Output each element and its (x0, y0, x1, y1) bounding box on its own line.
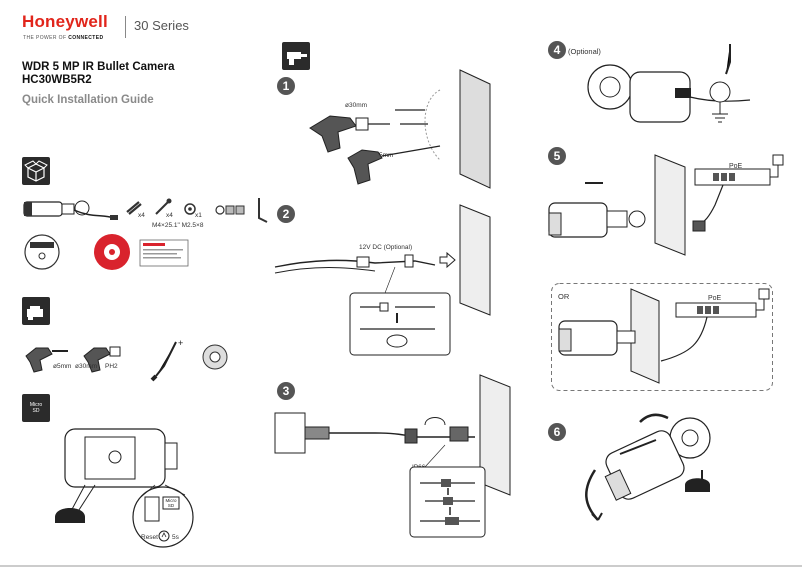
step-3-waterproof-diagram (274, 374, 511, 538)
bottom-border (0, 565, 802, 567)
camera-package-icon (23, 200, 118, 220)
allen-key-icon (258, 198, 268, 223)
step-4-label: (Optional) (568, 47, 601, 56)
step-2-badge: 2 (277, 205, 295, 223)
screw-icon (155, 198, 172, 215)
brand-header: Honeywell THE POWER OF CONNECTED 30 Seri… (22, 12, 232, 52)
step-6-badge: 6 (548, 423, 566, 441)
screwdriver-icon: + (150, 338, 183, 382)
alternative-setup-frame (551, 283, 773, 391)
screw-spec: M4×25.1" M2.5×8 (152, 222, 204, 229)
anchor-count: x4 (138, 212, 145, 219)
reset-label: Reset (141, 534, 158, 541)
honeywell-logo: Honeywell (22, 12, 108, 31)
drill-icons (25, 346, 121, 373)
brand-divider (125, 16, 126, 38)
step-5-poe-diagram (548, 154, 784, 256)
series-label: 30 Series (134, 18, 189, 33)
step-5-poe-label: PoE (729, 163, 743, 170)
package-contents-icon (22, 157, 50, 185)
tool-screwdriver-ph2: PH2 (105, 363, 118, 370)
step-2-dc-label: 12V DC (Optional) (359, 244, 413, 251)
docs-icons (24, 234, 189, 270)
nut-icon (184, 203, 196, 215)
reset-hand-icon (158, 530, 170, 542)
product-model: HC30WB5R2 (22, 74, 92, 86)
tape-roll-icon (202, 344, 228, 370)
tools-icon (22, 297, 50, 325)
guide-title: Quick Installation Guide (22, 94, 154, 106)
anchor-icon (126, 201, 142, 215)
camera-sd-slot-diagram (55, 428, 194, 548)
step-5-badge: 5 (548, 147, 566, 165)
brand-tagline: THE POWER OF CONNECTED (23, 35, 104, 41)
step-1-wall-drill-diagram (309, 69, 491, 189)
step-1-badge: 1 (277, 77, 295, 95)
step-3-badge: 3 (277, 382, 295, 400)
or-label: OR (558, 292, 570, 301)
step-6-adjust-diagram (585, 413, 711, 521)
step-4-ground-diagram (587, 44, 751, 123)
washer-icon (215, 205, 245, 215)
nut-count: x1 (195, 212, 202, 219)
product-title: WDR 5 MP IR Bullet Camera (22, 61, 175, 73)
tool-drill-30mm: ø30mm (75, 363, 98, 370)
svg-text:+: + (178, 338, 183, 348)
tool-drill-5mm: ø5mm (53, 363, 72, 370)
step-4-badge: 4 (548, 41, 566, 59)
reset-duration: 5s (172, 534, 179, 541)
screw-count: x4 (166, 212, 173, 219)
step-5b-poe-label: PoE (708, 295, 722, 302)
step-2-cable-diagram (274, 204, 491, 356)
step-1-d30: ø30mm (345, 102, 368, 109)
drill-step-icon (282, 42, 310, 70)
